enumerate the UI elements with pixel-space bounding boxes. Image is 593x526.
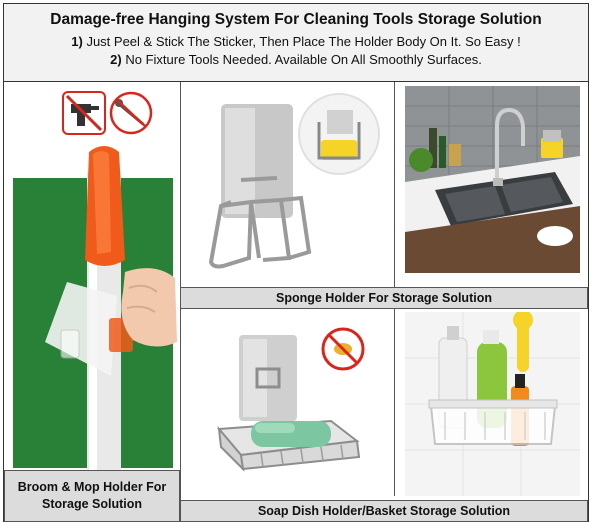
sponge-holder-image	[181, 82, 394, 287]
no-insect-icon	[321, 327, 365, 371]
header-panel: Damage-free Hanging System For Cleaning …	[4, 4, 588, 82]
broom-mop-image	[5, 82, 179, 470]
soap-dish-caption-text: Soap Dish Holder/Basket Storage Solution	[257, 503, 511, 518]
grid-divider-v3	[394, 308, 395, 496]
broom-mop-caption-line1: Broom & Mop Holder For	[17, 480, 167, 494]
no-drill-icon	[62, 91, 106, 135]
broom-mop-caption-line2: Storage Solution	[42, 497, 142, 511]
page-title: Damage-free Hanging System For Cleaning …	[50, 11, 542, 28]
feature-line-2-text: No Fixture Tools Needed. Available On Al…	[125, 52, 482, 67]
soap-dish-image	[181, 309, 394, 499]
feature-line-1-number: 1)	[71, 34, 83, 49]
kitchen-sink-image	[405, 86, 580, 273]
feature-line-1: 1) Just Peel & Stick The Sticker, Then P…	[4, 34, 588, 49]
soap-dish-caption: Soap Dish Holder/Basket Storage Solution	[180, 500, 588, 522]
sponge-holder-caption: Sponge Holder For Storage Solution	[180, 287, 588, 309]
broom-mop-caption: Broom & Mop Holder For Storage Solution	[4, 470, 180, 522]
grid-divider-v2	[394, 82, 395, 308]
shower-basket-image	[405, 312, 580, 496]
no-screw-icon	[109, 91, 153, 135]
feature-line-2: 2) No Fixture Tools Needed. Available On…	[4, 52, 588, 67]
feature-line-2-number: 2)	[110, 52, 122, 67]
feature-line-1-text: Just Peel & Stick The Sticker, Then Plac…	[86, 34, 521, 49]
product-infographic: Damage-free Hanging System For Cleaning …	[3, 3, 589, 522]
sponge-holder-caption-text: Sponge Holder For Storage Solution	[276, 290, 492, 305]
